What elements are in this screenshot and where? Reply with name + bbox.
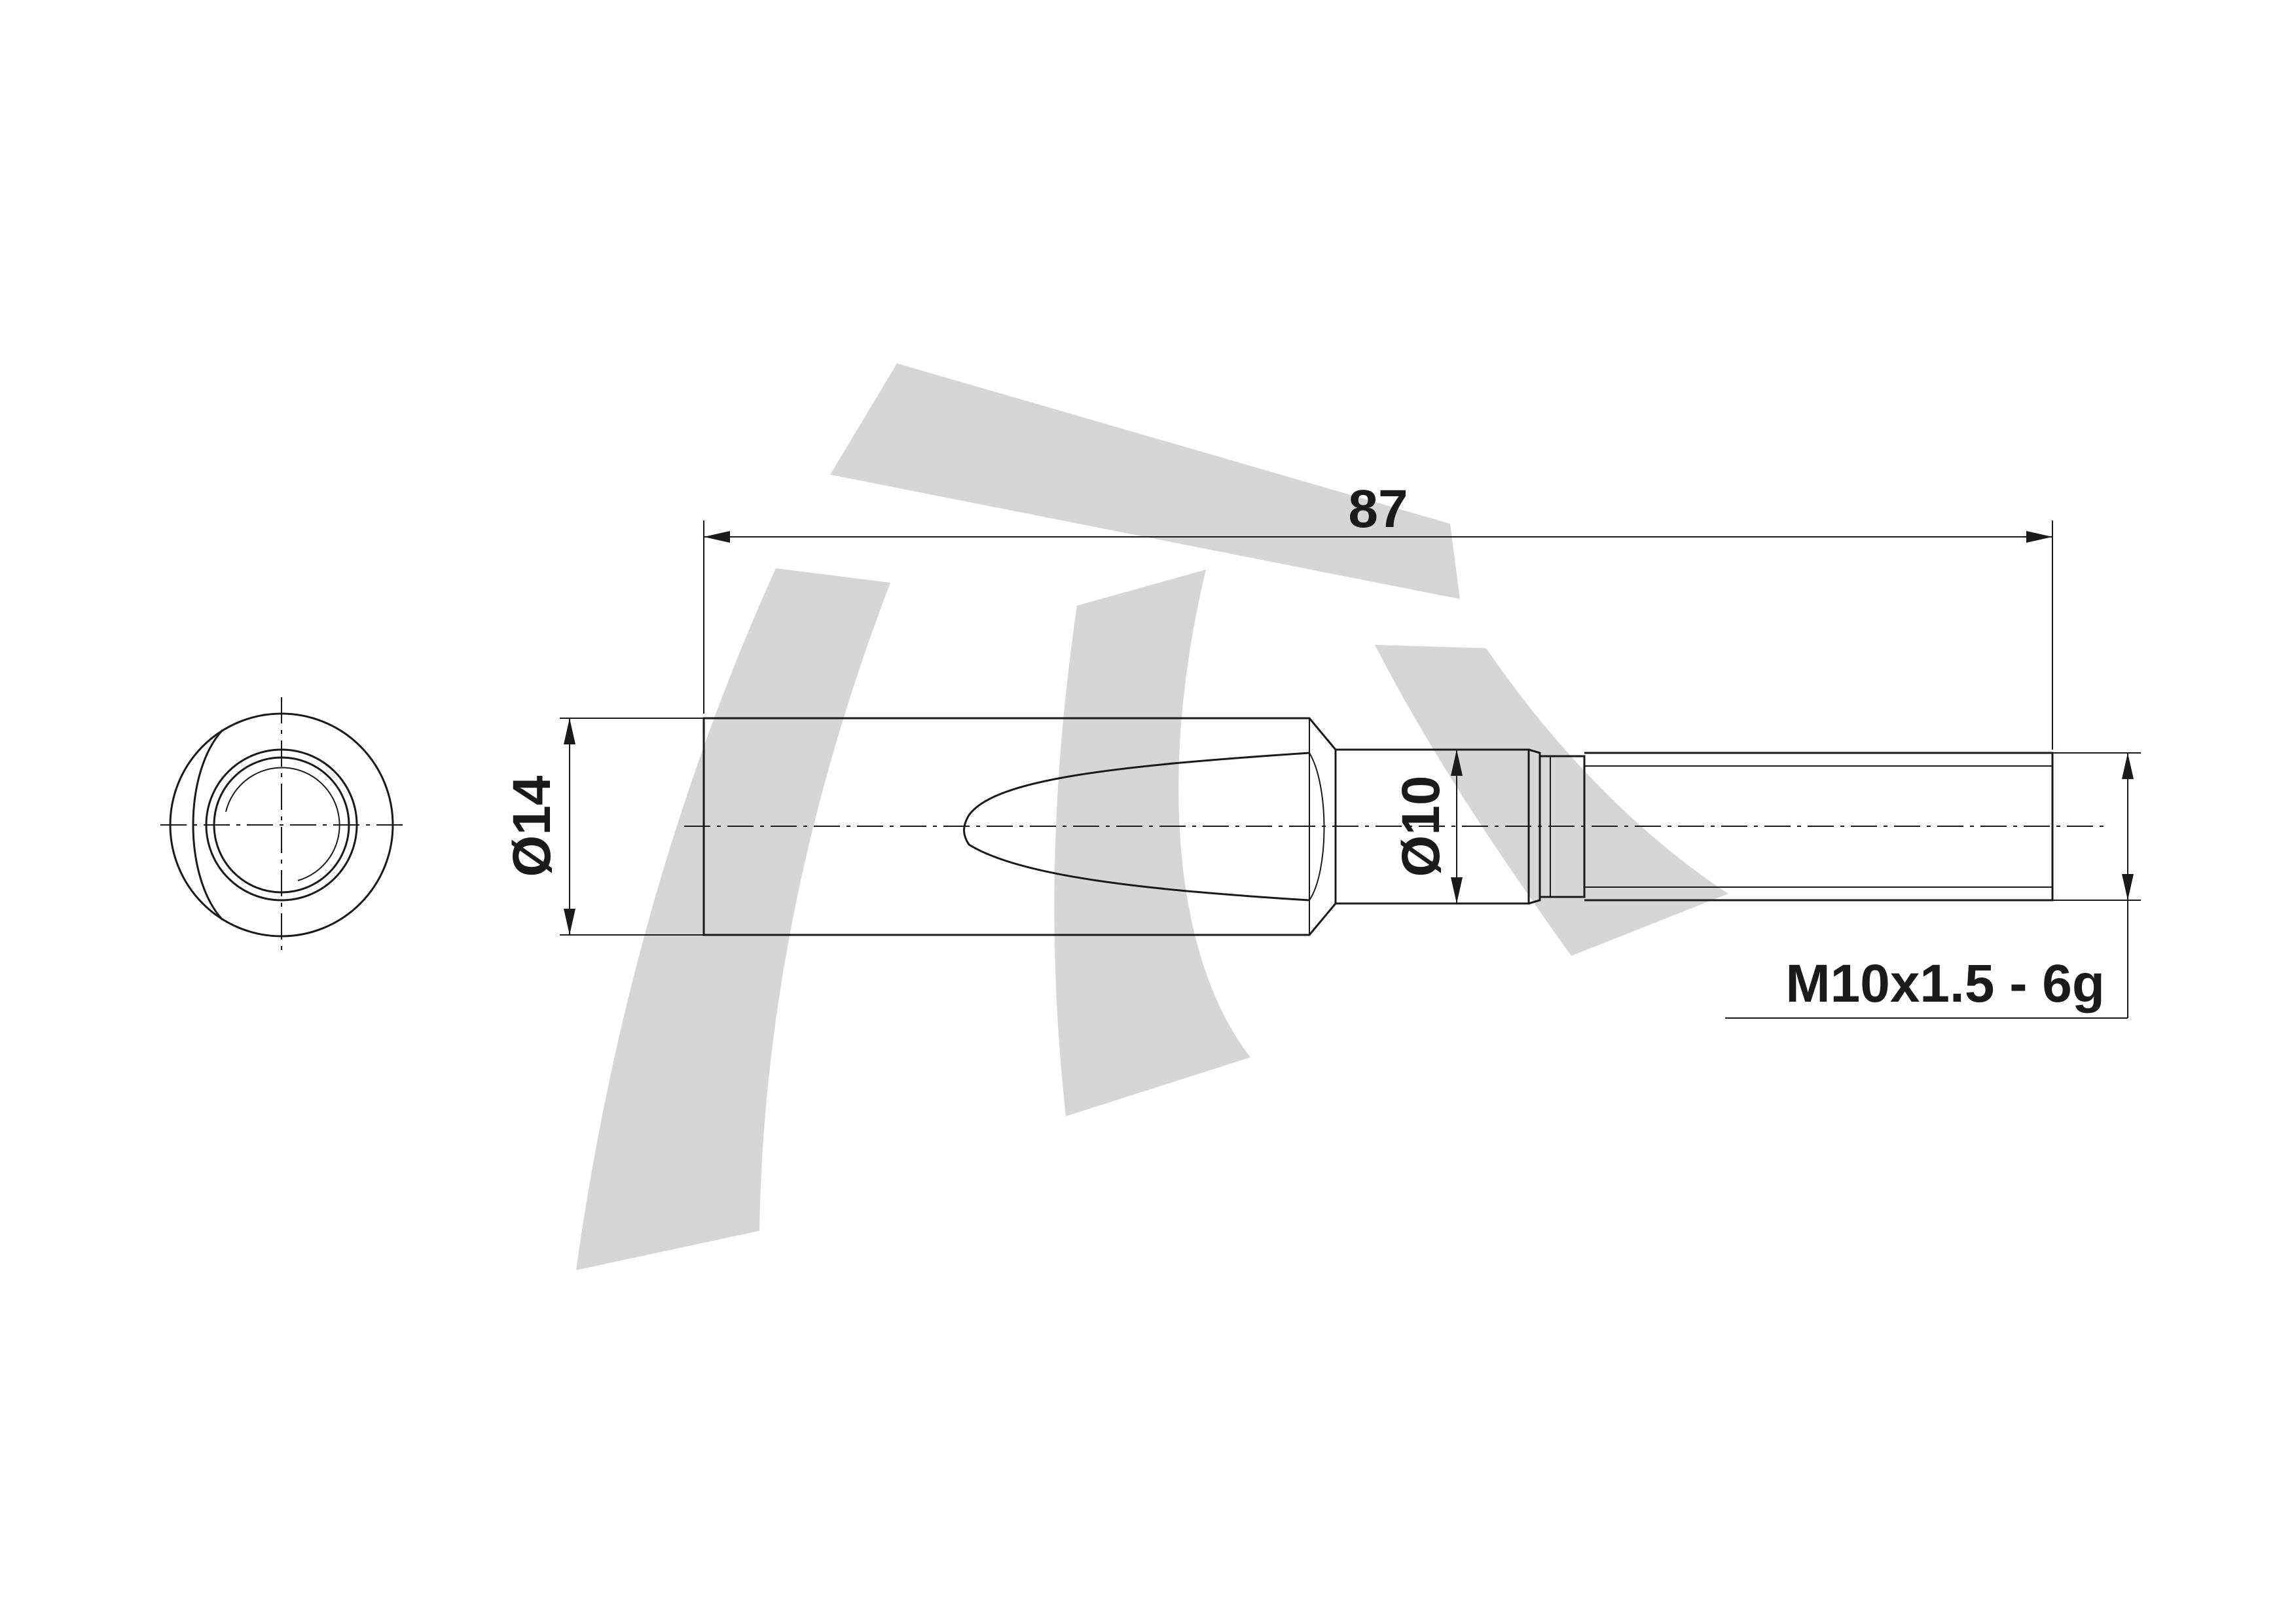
head-flat-end — [1309, 752, 1325, 901]
threaded-shank — [1584, 752, 2054, 902]
neck-diameter-arrow-bottom — [1451, 877, 1463, 903]
length-arrow-right — [2026, 531, 2052, 543]
end-view — [160, 697, 406, 956]
thread-arrow-top — [2122, 753, 2134, 779]
head-diameter-arrow-top — [564, 718, 575, 744]
thread-arrow-bottom — [2122, 874, 2134, 900]
head-diameter-arrow-bottom — [564, 909, 575, 935]
neck-diameter-arrow-top — [1451, 750, 1463, 776]
logo-watermark — [576, 363, 1728, 1270]
length-arrow-left — [704, 531, 730, 543]
end-view-thread-arc — [225, 767, 340, 881]
head-diameter-dimension: Ø14 — [502, 718, 704, 936]
length-value: 87 — [1348, 479, 1408, 539]
neck-diameter-dimension: Ø10 — [1391, 750, 1463, 903]
length-dimension: 87 — [703, 479, 2053, 750]
thread-dimension: M10x1.5 - 6g — [1725, 752, 2141, 1019]
head-flat — [963, 752, 1310, 902]
head-diameter-value: Ø14 — [502, 775, 562, 877]
thread-spec-label: M10x1.5 - 6g — [1785, 954, 2105, 1013]
neck-diameter-value: Ø10 — [1391, 776, 1451, 877]
